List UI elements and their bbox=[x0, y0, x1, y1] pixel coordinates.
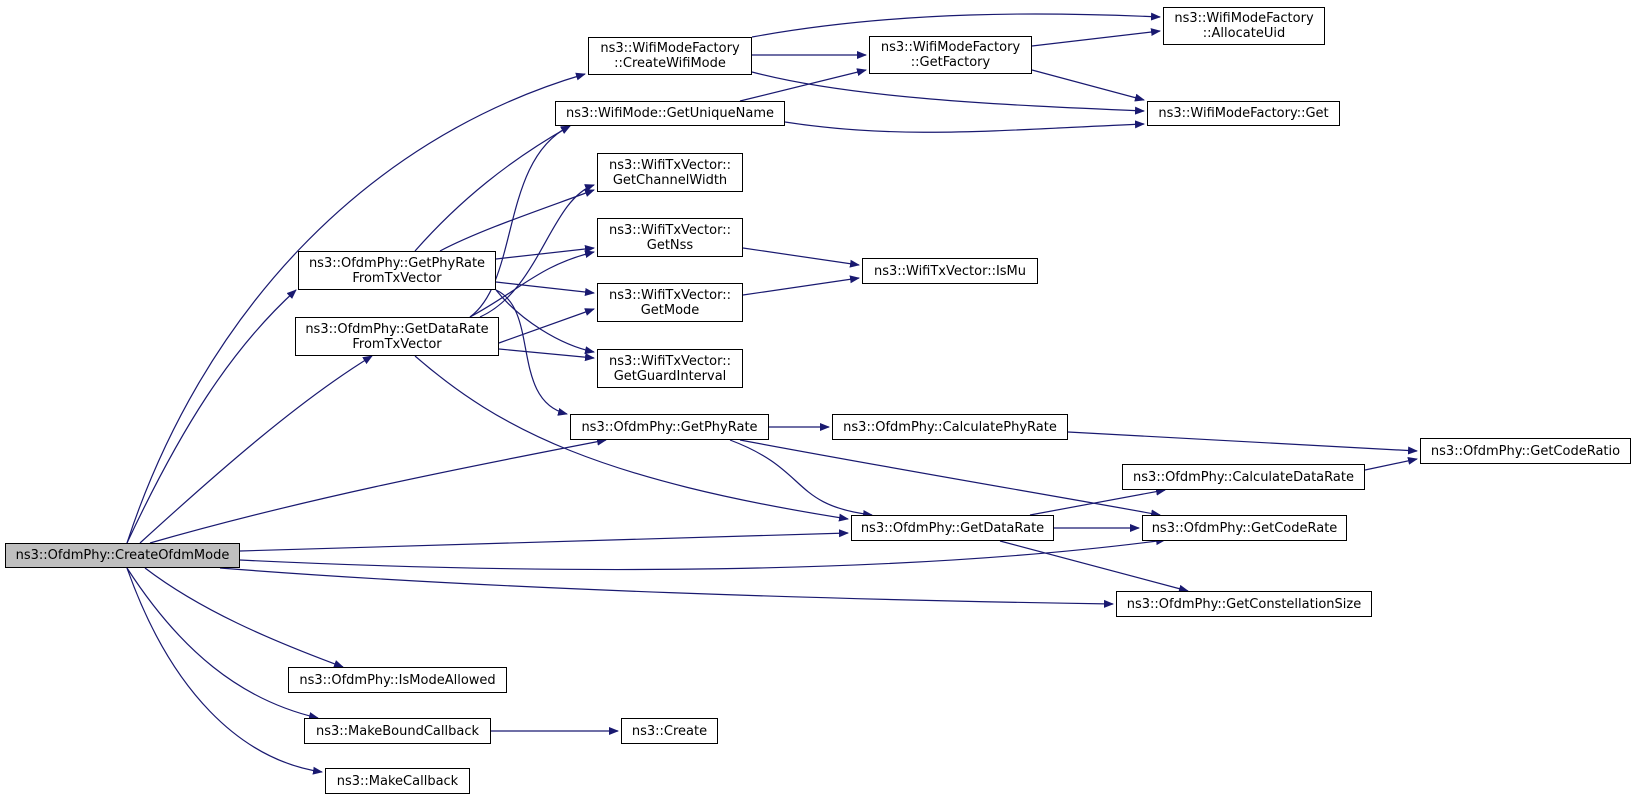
node-get-unique-name[interactable]: ns3::WifiMode::GetUniqueName bbox=[555, 101, 785, 126]
node-get-mode[interactable]: ns3::WifiTxVector:: GetMode bbox=[597, 283, 743, 322]
node-label-line-2: ::GetFactory bbox=[910, 55, 991, 70]
edge-phy-tx-to-nss bbox=[495, 245, 595, 260]
node-wifi-mode-factory-get[interactable]: ns3::WifiModeFactory::Get bbox=[1147, 101, 1340, 126]
node-label-line-1: ns3::OfdmPhy::GetDataRate bbox=[305, 321, 489, 337]
node-label: ns3::OfdmPhy::GetCodeRate bbox=[1151, 520, 1338, 536]
node-label-line-1: ns3::WifiModeFactory bbox=[880, 40, 1021, 55]
node-label: ns3::WifiTxVector::IsMu bbox=[873, 263, 1027, 279]
node-label-line-1: ns3::WifiTxVector:: bbox=[608, 287, 731, 303]
node-get-data-rate[interactable]: ns3::OfdmPhy::GetDataRate bbox=[851, 515, 1054, 541]
node-get-code-rate[interactable]: ns3::OfdmPhy::GetCodeRate bbox=[1142, 515, 1347, 541]
node-get-data-rate-from-tx-vector[interactable]: ns3::OfdmPhy::GetDataRate FromTxVector bbox=[295, 317, 499, 356]
edge-create-to-get-code-rate bbox=[239, 537, 1166, 571]
node-ns3-create[interactable]: ns3::Create bbox=[621, 718, 718, 744]
edge-create-wifi-mode-to-factory-get bbox=[751, 71, 1145, 115]
node-label-line-1: ns3::WifiTxVector:: bbox=[608, 222, 731, 238]
node-is-mu[interactable]: ns3::WifiTxVector::IsMu bbox=[862, 258, 1038, 284]
edge-phy-tx-to-channel-width bbox=[439, 189, 595, 252]
edge-get-factory-to-allocate bbox=[1031, 28, 1161, 47]
node-label: ns3::MakeCallback bbox=[336, 773, 459, 789]
edge-create-to-create-wifi-mode bbox=[126, 72, 586, 544]
edge-get-phy-rate-to-get-code-rate bbox=[739, 439, 1161, 518]
node-get-phy-rate-from-tx-vector[interactable]: ns3::OfdmPhy::GetPhyRate FromTxVector bbox=[298, 251, 496, 290]
node-get-phy-rate[interactable]: ns3::OfdmPhy::GetPhyRate bbox=[570, 414, 769, 440]
node-label: ns3::OfdmPhy::GetConstellationSize bbox=[1126, 596, 1362, 612]
node-label-line-1: ns3::OfdmPhy::GetPhyRate bbox=[308, 255, 486, 271]
node-label: ns3::WifiMode::GetUniqueName bbox=[566, 106, 774, 121]
node-label-line-1: ns3::WifiModeFactory bbox=[600, 41, 740, 56]
edge-nss-to-is-mu bbox=[742, 247, 860, 268]
node-label-line-2: GetNss bbox=[646, 237, 694, 253]
edge-create-to-constellation-size bbox=[219, 567, 1114, 608]
edge-data-tx-to-nss bbox=[469, 250, 595, 318]
edge-create-wifi-mode-to-allocate bbox=[751, 12, 1161, 38]
node-create-wifi-mode[interactable]: ns3::WifiModeFactory ::CreateWifiMode bbox=[588, 37, 752, 75]
node-label-line-2: FromTxVector bbox=[352, 336, 442, 352]
edge-calc-data-rate-to-code-ratio bbox=[1364, 456, 1418, 471]
edge-calc-phy-rate-to-code-ratio bbox=[1067, 431, 1418, 455]
edge-get-phy-rate-to-get-data-rate bbox=[729, 439, 873, 518]
node-label-line-1: ns3::WifiTxVector:: bbox=[608, 353, 731, 369]
edge-get-data-rate-to-calc-data-rate bbox=[1029, 487, 1166, 516]
node-label-line-2: GetMode bbox=[640, 302, 700, 318]
node-label-line-2: ::CreateWifiMode bbox=[614, 56, 726, 71]
node-label-line-2: ::AllocateUid bbox=[1202, 26, 1286, 41]
edge-data-tx-to-mode bbox=[498, 308, 595, 344]
edge-get-factory-to-factory-get bbox=[1031, 69, 1145, 102]
node-get-factory[interactable]: ns3::WifiModeFactory ::GetFactory bbox=[869, 36, 1032, 74]
edge-phy-tx-to-mode bbox=[495, 281, 595, 296]
node-get-nss[interactable]: ns3::WifiTxVector:: GetNss bbox=[597, 218, 743, 257]
edge-unique-name-to-factory-get bbox=[784, 120, 1145, 133]
edge-create-to-phy-rate-from-tx bbox=[126, 289, 297, 544]
node-allocate-uid[interactable]: ns3::WifiModeFactory ::AllocateUid bbox=[1163, 7, 1325, 45]
node-label: ns3::OfdmPhy::CalculatePhyRate bbox=[843, 419, 1057, 435]
node-label: ns3::Create bbox=[631, 723, 708, 739]
node-is-mode-allowed[interactable]: ns3::OfdmPhy::IsModeAllowed bbox=[288, 667, 507, 693]
edge-phy-tx-to-get-phy-rate bbox=[495, 289, 568, 416]
node-label: ns3::OfdmPhy::GetPhyRate bbox=[581, 419, 758, 435]
node-label-line-2: FromTxVector bbox=[352, 270, 442, 286]
node-calculate-data-rate[interactable]: ns3::OfdmPhy::CalculateDataRate bbox=[1122, 464, 1365, 490]
node-label: ns3::WifiModeFactory::Get bbox=[1158, 106, 1329, 121]
node-label: ns3::MakeBoundCallback bbox=[315, 723, 480, 739]
node-label: ns3::OfdmPhy::GetDataRate bbox=[860, 520, 1045, 536]
node-label-line-1: ns3::WifiModeFactory bbox=[1174, 11, 1314, 26]
node-label-line-2: GetGuardInterval bbox=[613, 368, 727, 384]
node-get-channel-width[interactable]: ns3::WifiTxVector:: GetChannelWidth bbox=[597, 153, 743, 192]
node-label: ns3::OfdmPhy::IsModeAllowed bbox=[299, 672, 496, 688]
edge-create-to-make-callback bbox=[126, 567, 323, 775]
node-label: ns3::OfdmPhy::GetCodeRatio bbox=[1430, 443, 1621, 459]
node-make-callback[interactable]: ns3::MakeCallback bbox=[325, 768, 470, 794]
edge-data-tx-to-guard-interval bbox=[498, 348, 595, 362]
edge-data-tx-to-unique-name bbox=[469, 125, 571, 318]
edge-phy-tx-to-unique-name bbox=[414, 125, 571, 252]
edge-create-to-make-bound-callback bbox=[126, 567, 319, 720]
edge-create-to-data-rate-from-tx bbox=[139, 355, 373, 544]
edge-get-data-rate-to-constellation bbox=[999, 540, 1189, 593]
node-create-ofdm-mode[interactable]: ns3::OfdmPhy::CreateOfdmMode bbox=[5, 543, 240, 568]
node-label-line-2: GetChannelWidth bbox=[612, 172, 728, 188]
edge-create-to-get-phy-rate bbox=[149, 437, 607, 544]
node-label-line-1: ns3::WifiTxVector:: bbox=[608, 157, 731, 173]
edge-create-to-get-data-rate bbox=[239, 529, 849, 552]
edge-data-tx-to-get-data-rate bbox=[414, 355, 849, 522]
node-get-code-ratio[interactable]: ns3::OfdmPhy::GetCodeRatio bbox=[1420, 438, 1631, 464]
edge-mode-to-is-mu bbox=[742, 275, 860, 296]
node-get-constellation-size[interactable]: ns3::OfdmPhy::GetConstellationSize bbox=[1116, 591, 1372, 617]
edge-unique-name-to-get-factory bbox=[739, 68, 867, 102]
node-get-guard-interval[interactable]: ns3::WifiTxVector:: GetGuardInterval bbox=[597, 349, 743, 388]
node-make-bound-callback[interactable]: ns3::MakeBoundCallback bbox=[304, 718, 491, 744]
edge-create-to-is-mode-allowed bbox=[144, 567, 344, 668]
edge-phy-tx-to-guard-interval bbox=[495, 289, 595, 355]
edge-data-tx-to-channel-width bbox=[479, 184, 595, 318]
node-label: ns3::OfdmPhy::CreateOfdmMode bbox=[15, 548, 230, 563]
node-label: ns3::OfdmPhy::CalculateDataRate bbox=[1133, 469, 1354, 485]
node-calculate-phy-rate[interactable]: ns3::OfdmPhy::CalculatePhyRate bbox=[832, 414, 1068, 440]
